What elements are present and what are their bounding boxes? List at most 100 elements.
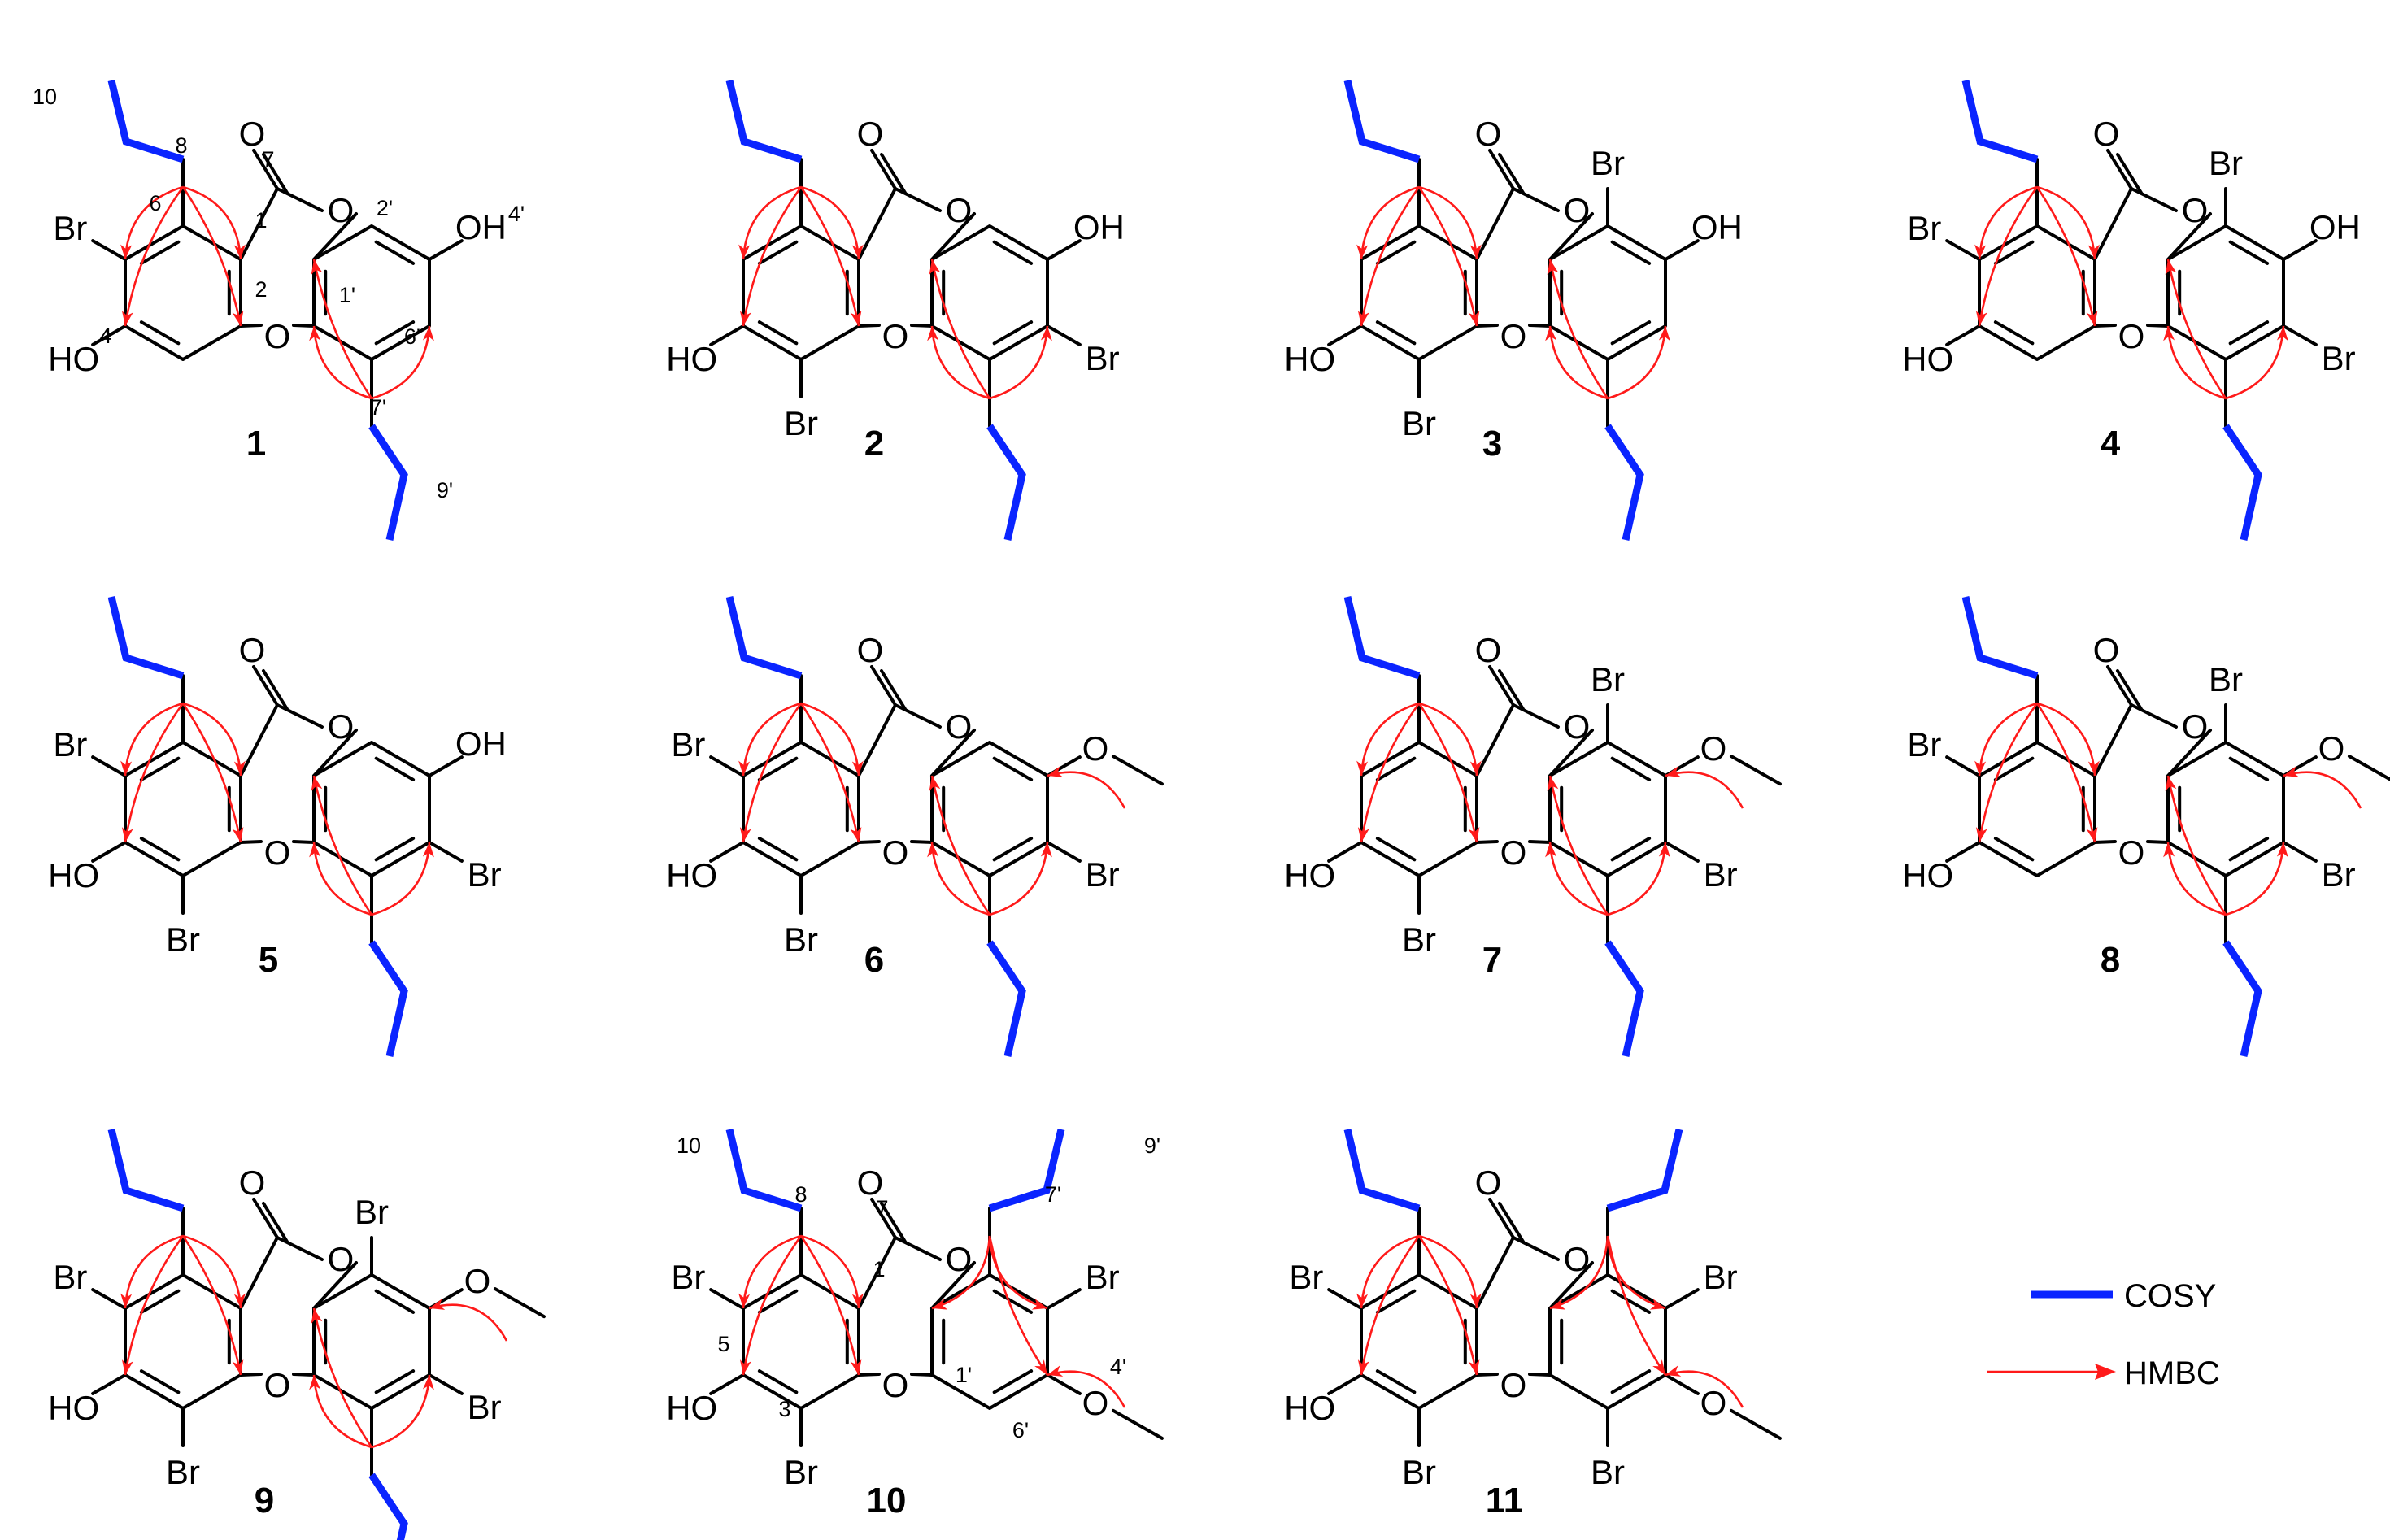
hmbc-correlation-arrow — [799, 703, 860, 843]
hmbc-correlation-arrow — [1418, 702, 1478, 777]
hmbc-arrowhead — [739, 827, 751, 842]
carbonyl-bond — [239, 703, 279, 777]
hmbc-correlation-arrow — [2035, 703, 2096, 843]
hmbc-correlation-arrow — [1978, 186, 2039, 327]
methoxy-oxygen-label: O — [464, 1262, 491, 1300]
atom-number-label: 6 — [149, 191, 161, 215]
hmbc-correlation-arrow — [989, 842, 1049, 916]
ether-bond — [292, 324, 316, 328]
carbonyl-bond — [1475, 187, 1515, 261]
ester-bond — [930, 1261, 976, 1310]
atom-number-label: 7 — [876, 1196, 888, 1220]
hmbc-correlation-arrow — [312, 325, 372, 400]
atom-number-label: 1' — [956, 1363, 972, 1387]
compound-label-10: 10 — [867, 1481, 907, 1520]
legend: COSY HMBC — [1987, 1278, 2220, 1391]
methoxy-oxygen-label: O — [1082, 1384, 1109, 1422]
hmbc-arrowhead — [929, 776, 941, 792]
ether-oxygen-label: O — [882, 833, 909, 872]
cosy-correlation — [988, 1128, 1065, 1212]
double-bond — [139, 756, 181, 781]
bromo-bond — [1664, 841, 1700, 863]
bromine-label: Br — [1402, 404, 1436, 442]
hmbc-arrowhead — [850, 1359, 862, 1375]
carbonyl-oxygen-label: O — [239, 115, 266, 153]
compound-label-1: 1 — [246, 424, 266, 463]
hmbc-arrowhead — [233, 1293, 246, 1308]
bromine-label: Br — [1086, 339, 1120, 377]
hmbc-arrowhead — [2086, 826, 2098, 842]
hmbc-arrowhead — [1658, 842, 1670, 858]
hmbc-arrowhead — [1469, 244, 1482, 259]
hmbc-arrowhead — [232, 1359, 244, 1375]
hmbc-arrowhead — [851, 1293, 864, 1308]
hmbc-correlation-arrow — [2166, 842, 2227, 916]
ether-bond — [239, 324, 263, 328]
hmbc-correlation-arrow — [1665, 771, 1744, 809]
hydroxyl-label: OH — [455, 208, 507, 246]
bromine-label: Br — [1086, 1258, 1120, 1296]
carbonyl-double-bond — [1488, 149, 1515, 190]
hmbc-correlation-arrow — [742, 185, 802, 260]
carbonyl-double-bond — [2116, 669, 2143, 711]
hydroxyl-bond — [428, 755, 464, 777]
atom-number-label: 8 — [794, 1182, 807, 1207]
hmbc-correlation-arrow — [1417, 703, 1478, 843]
hmbc-correlation-arrow — [1978, 185, 2038, 260]
bromine-label: Br — [2322, 855, 2356, 894]
methyl-bond — [1729, 755, 1782, 786]
hmbc-arrowhead — [232, 826, 244, 842]
hmbc-correlation-arrow — [1548, 325, 1609, 400]
double-bond — [1375, 1369, 1417, 1394]
carbonyl-double-bond — [2116, 153, 2143, 194]
double-bond — [139, 240, 181, 265]
hmbc-arrowhead — [233, 760, 246, 776]
hmbc-arrowhead — [1547, 259, 1559, 276]
double-bond — [992, 1289, 1034, 1314]
ring-b — [1548, 1273, 1667, 1410]
hmbc-correlation-arrow — [2166, 775, 2227, 916]
hmbc-arrowhead — [1047, 766, 1064, 777]
bromine-label: Br — [468, 855, 502, 894]
ester-oxygen-label: O — [2182, 191, 2209, 229]
ring-a — [742, 1273, 860, 1410]
hmbc-legend-label: HMBC — [2124, 1355, 2220, 1391]
carbonyl-double-bond — [2106, 665, 2133, 707]
atom-number-label: 1' — [339, 283, 355, 307]
cosy-legend-label: COSY — [2124, 1278, 2216, 1314]
double-bond — [1610, 1289, 1652, 1314]
carbonyl-double-bond — [1498, 669, 1525, 711]
carbonyl-double-bond — [870, 1198, 897, 1239]
hmbc-arrowhead — [1356, 1293, 1369, 1308]
cosy-correlation — [107, 79, 185, 163]
compound-label-7: 7 — [1482, 940, 1502, 980]
bromine-label: Br — [1289, 1258, 1323, 1296]
hydroxyl-bond — [1945, 324, 1981, 346]
hydroxyl-bond — [428, 239, 464, 261]
double-bond — [992, 756, 1034, 781]
carbonyl-oxygen-label: O — [2093, 631, 2120, 669]
atom-number-label: 5 — [717, 1332, 729, 1356]
bromo-bond — [1046, 841, 1082, 863]
ester-oxygen-label: O — [946, 707, 973, 746]
hydroxyl-bond — [709, 1373, 745, 1395]
hydroxyl-bond — [2282, 239, 2318, 261]
hmbc-arrowhead — [850, 310, 862, 326]
cosy-correlation — [1343, 79, 1421, 163]
hmbc-arrowhead — [851, 244, 864, 259]
carbonyl-oxygen-label: O — [239, 1164, 266, 1202]
hmbc-correlation-arrow — [742, 1234, 802, 1309]
hmbc-correlation-arrow — [1607, 842, 1667, 916]
carbonyl-oxygen-label: O — [857, 631, 884, 669]
carbonyl-double-bond — [262, 669, 289, 711]
hmbc-arrowhead — [1658, 326, 1670, 341]
hmbc-arrowhead — [738, 760, 751, 776]
ether-bond — [2146, 324, 2170, 328]
hmbc-arrowhead — [1550, 1299, 1566, 1310]
hmbc-arrowhead — [309, 842, 321, 858]
